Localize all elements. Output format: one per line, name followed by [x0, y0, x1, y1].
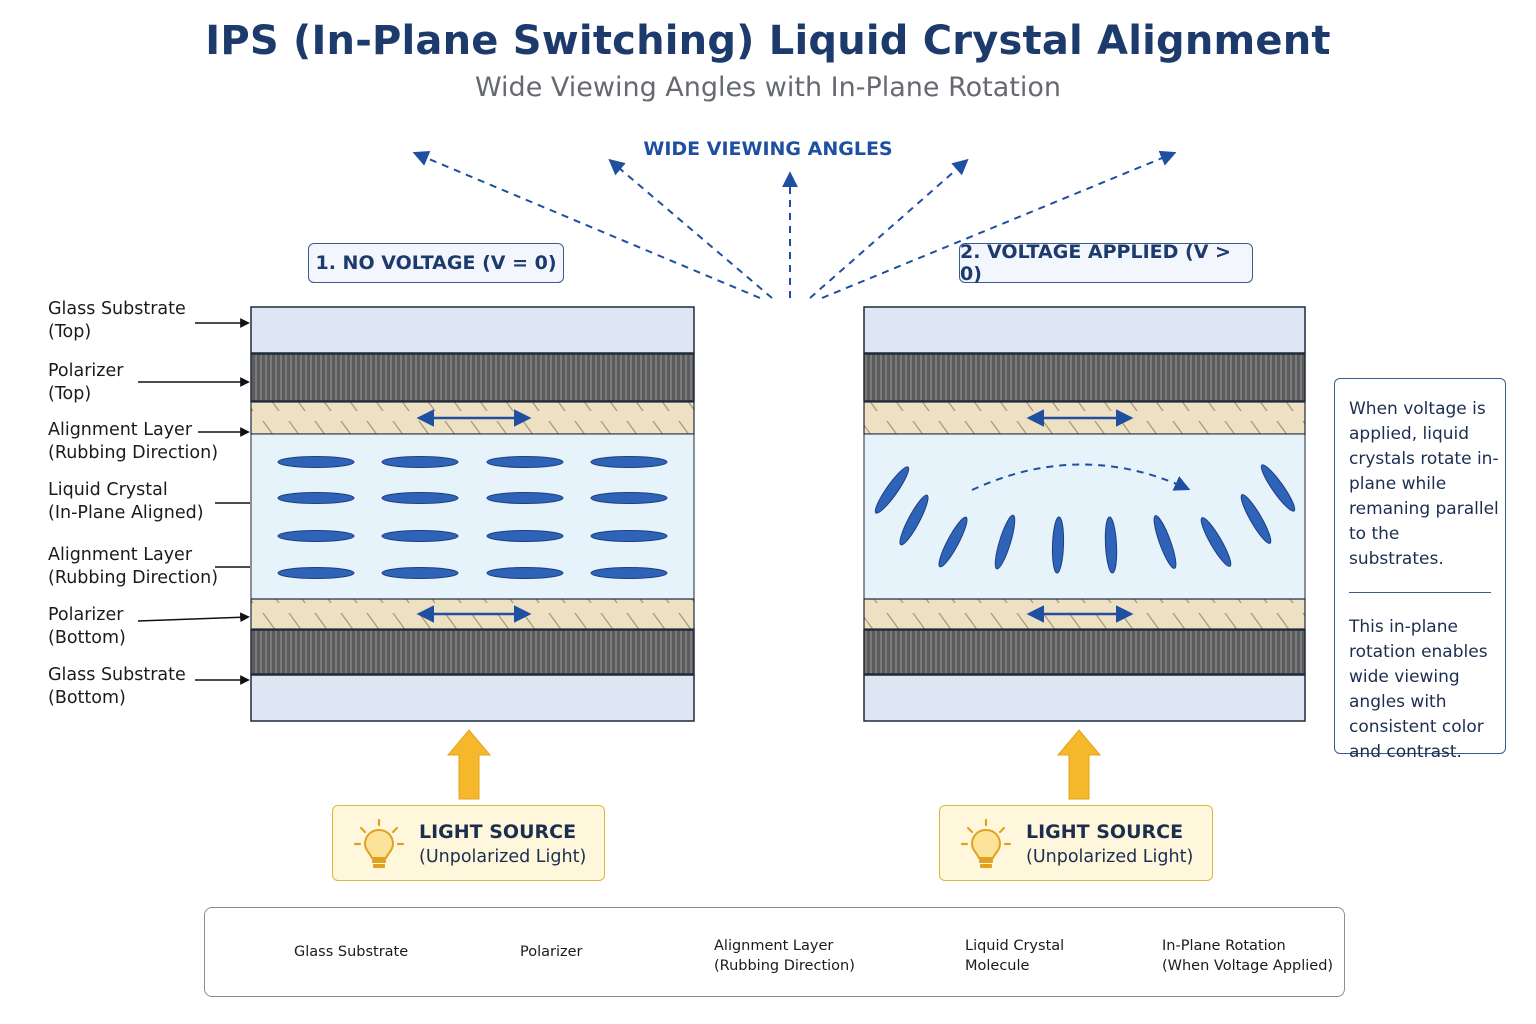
lc-molecule	[277, 456, 355, 468]
lc-molecule	[994, 514, 1016, 570]
page-subtitle: Wide Viewing Angles with In-Plane Rotati…	[474, 72, 1062, 103]
lc-molecule	[277, 530, 355, 542]
lightbulb-icon	[960, 818, 1012, 868]
lc-molecule	[938, 516, 968, 568]
alignment-bottom-right	[863, 598, 1306, 630]
up-arrow-icon	[446, 729, 492, 800]
lc-molecule	[1200, 517, 1232, 567]
lc-molecule	[899, 494, 929, 546]
legend-polarizer-label: Polarizer	[520, 944, 583, 960]
legend	[204, 907, 1345, 997]
light-source-subtitle: (Unpolarized Light)	[1026, 847, 1194, 867]
lc-molecule	[381, 492, 459, 504]
legend-alignment-label: Alignment Layer(Rubbing Direction)	[714, 938, 855, 974]
viewing-angle-rays	[412, 150, 1177, 299]
ray-far-left	[412, 150, 761, 299]
light-source-subtitle: (Unpolarized Light)	[419, 847, 587, 867]
light-source-title: LIGHT SOURCE	[1026, 821, 1184, 843]
lc-layer-right	[863, 433, 1306, 600]
ray-right	[809, 158, 969, 299]
polarizer-bottom-right	[863, 629, 1306, 675]
label-leaders	[137, 318, 250, 685]
light-source-title: LIGHT SOURCE	[419, 821, 577, 843]
lc-molecule	[1104, 516, 1118, 574]
lc-molecule	[486, 567, 564, 579]
lc-molecule	[1051, 516, 1065, 574]
viewing-angles-label: WIDE VIEWING ANGLES	[643, 138, 893, 160]
lc-molecule	[590, 492, 668, 504]
page-title: IPS (In-Plane Switching) Liquid Crystal …	[205, 18, 1331, 64]
up-arrow-icon	[1056, 729, 1102, 800]
lightbulb-icon	[353, 818, 405, 868]
lc-molecule	[277, 492, 355, 504]
legend-rotation-label: In-Plane Rotation(When Voltage Applied)	[1162, 938, 1334, 974]
lc-molecule	[1260, 464, 1296, 512]
lc-molecules-rotated	[874, 464, 1296, 574]
light-source-right: LIGHT SOURCE (Unpolarized Light)	[939, 805, 1213, 881]
legend-glass-label: Glass Substrate	[294, 944, 409, 960]
label-glass-bottom: Glass Substrate(Bottom)	[48, 665, 186, 708]
stage-label-voltage-applied: 2. VOLTAGE APPLIED (V > 0)	[959, 241, 1253, 285]
lc-molecule	[590, 456, 668, 468]
lc-molecules-aligned	[277, 456, 668, 579]
note-divider	[1349, 592, 1491, 593]
label-alignment-top: Alignment Layer(Rubbing Direction)	[48, 420, 219, 463]
note-part1: When voltage is applied, liquid crystals…	[1349, 399, 1499, 569]
polarizer-top-left	[250, 353, 695, 402]
lc-molecule	[381, 567, 459, 579]
lc-molecule	[1153, 515, 1177, 569]
rotation-dashed-arrow	[971, 463, 1191, 491]
polarizer-top-right	[863, 353, 1306, 402]
glass-top-left	[250, 306, 695, 354]
stack-no-voltage	[250, 306, 695, 722]
explanation-note: When voltage is applied, liquid crystals…	[1334, 378, 1506, 762]
note-part2: This in-plane rotation enables wide view…	[1349, 617, 1488, 762]
stack-voltage-applied	[863, 306, 1306, 722]
lc-molecule	[486, 530, 564, 542]
lc-molecule	[381, 456, 459, 468]
lc-molecule	[486, 492, 564, 504]
ray-far-right	[821, 150, 1177, 299]
label-polarizer-top: Polarizer(Top)	[48, 361, 124, 404]
lc-molecule	[381, 530, 459, 542]
label-liquid-crystal: Liquid Crystal(In-Plane Aligned)	[48, 480, 204, 523]
lc-molecule	[590, 530, 668, 542]
lc-molecule	[277, 567, 355, 579]
lc-molecule	[874, 466, 910, 514]
lc-molecule	[1240, 494, 1272, 544]
label-glass-top: Glass Substrate(Top)	[48, 299, 186, 342]
label-alignment-bottom: Alignment Layer(Rubbing Direction)	[48, 545, 219, 588]
light-source-left: LIGHT SOURCE (Unpolarized Light)	[332, 805, 605, 881]
glass-bottom-left	[250, 674, 695, 722]
label-polarizer-bottom: Polarizer(Bottom)	[48, 605, 126, 648]
polarizer-bottom-left	[250, 629, 695, 675]
ray-left	[608, 158, 773, 299]
glass-bottom-right	[863, 674, 1306, 722]
stage-label-no-voltage: 1. NO VOLTAGE (V = 0)	[308, 243, 564, 283]
lc-molecule	[590, 567, 668, 579]
lc-molecule	[486, 456, 564, 468]
glass-top-right	[863, 306, 1306, 354]
